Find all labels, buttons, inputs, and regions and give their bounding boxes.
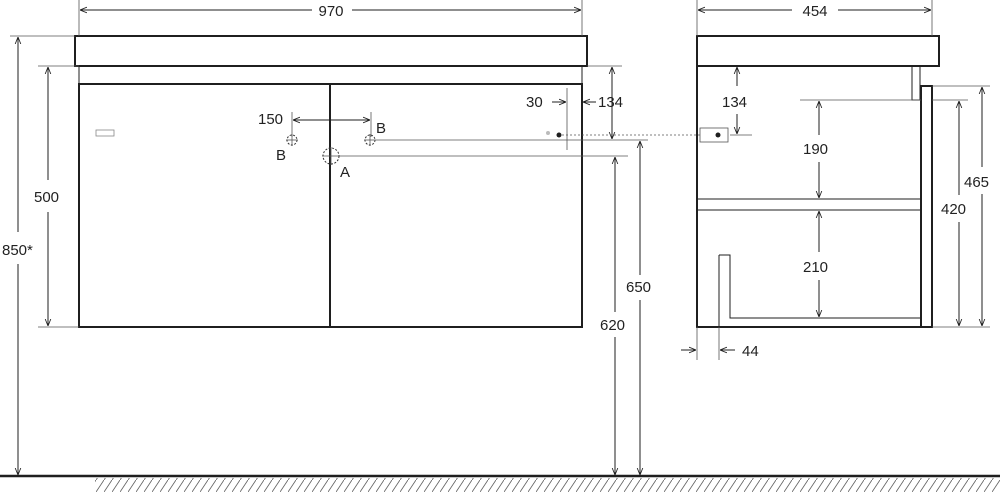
side-view: 454 134 190 210 420 (681, 0, 990, 360)
side-depth-label: 454 (802, 3, 827, 20)
front-top-offset-label: 134 (598, 94, 623, 111)
front-header-strip (78, 65, 583, 85)
hole-height-b-label: 620 (600, 317, 625, 334)
side-countertop (696, 35, 940, 67)
hole-height-b-dimension: 620 (600, 157, 625, 475)
outer-height-label: 465 (964, 174, 989, 191)
floor (0, 474, 1000, 492)
handle-mark (95, 129, 115, 137)
side-offset-dimension: 30 (526, 88, 596, 150)
upper-compartment-label: 190 (803, 141, 828, 158)
total-height-label: 850* (2, 242, 33, 259)
front-width-label: 970 (318, 3, 343, 20)
total-height-dimension: 850* (2, 35, 75, 475)
front-top-offset-dimension: 134 (587, 65, 623, 139)
hole-height-a-label: 650 (626, 279, 651, 296)
side-top-offset-dimension: 134 (722, 67, 752, 136)
upper-compartment-dimension: 190 (800, 99, 921, 198)
pipe-holes: 150 B B A (258, 111, 648, 181)
bottom-offset-label: 44 (742, 343, 759, 360)
front-height-dimension: 500 (34, 65, 79, 328)
hole-b-left-label: B (276, 147, 286, 164)
side-offset-label: 30 (526, 94, 543, 111)
inner-height-dimension: 420 (932, 99, 990, 328)
front-countertop (74, 35, 588, 67)
lower-compartment-dimension: 210 (803, 211, 828, 317)
hole-height-a-dimension: 650 (626, 141, 651, 475)
side-door-panel (920, 85, 933, 328)
wall-connection-link (546, 131, 700, 138)
hole-b-right-label: B (376, 120, 386, 137)
hole-a-label: A (340, 164, 350, 181)
side-shelf (696, 198, 922, 211)
lower-compartment-label: 210 (803, 259, 828, 276)
side-depth-dimension: 454 (696, 0, 933, 36)
outer-height-dimension: 465 (932, 85, 990, 326)
bottom-offset-dimension: 44 (681, 327, 759, 360)
wall-bracket (699, 127, 729, 143)
hole-spacing-label: 150 (258, 111, 283, 128)
front-view: 970 150 B B A (2, 0, 700, 475)
side-drawer-inner (719, 254, 921, 319)
side-overhang (911, 65, 921, 101)
front-width-dimension: 970 (78, 0, 583, 36)
side-top-offset-label: 134 (722, 94, 747, 111)
front-height-label: 500 (34, 189, 59, 206)
inner-height-label: 420 (941, 201, 966, 218)
